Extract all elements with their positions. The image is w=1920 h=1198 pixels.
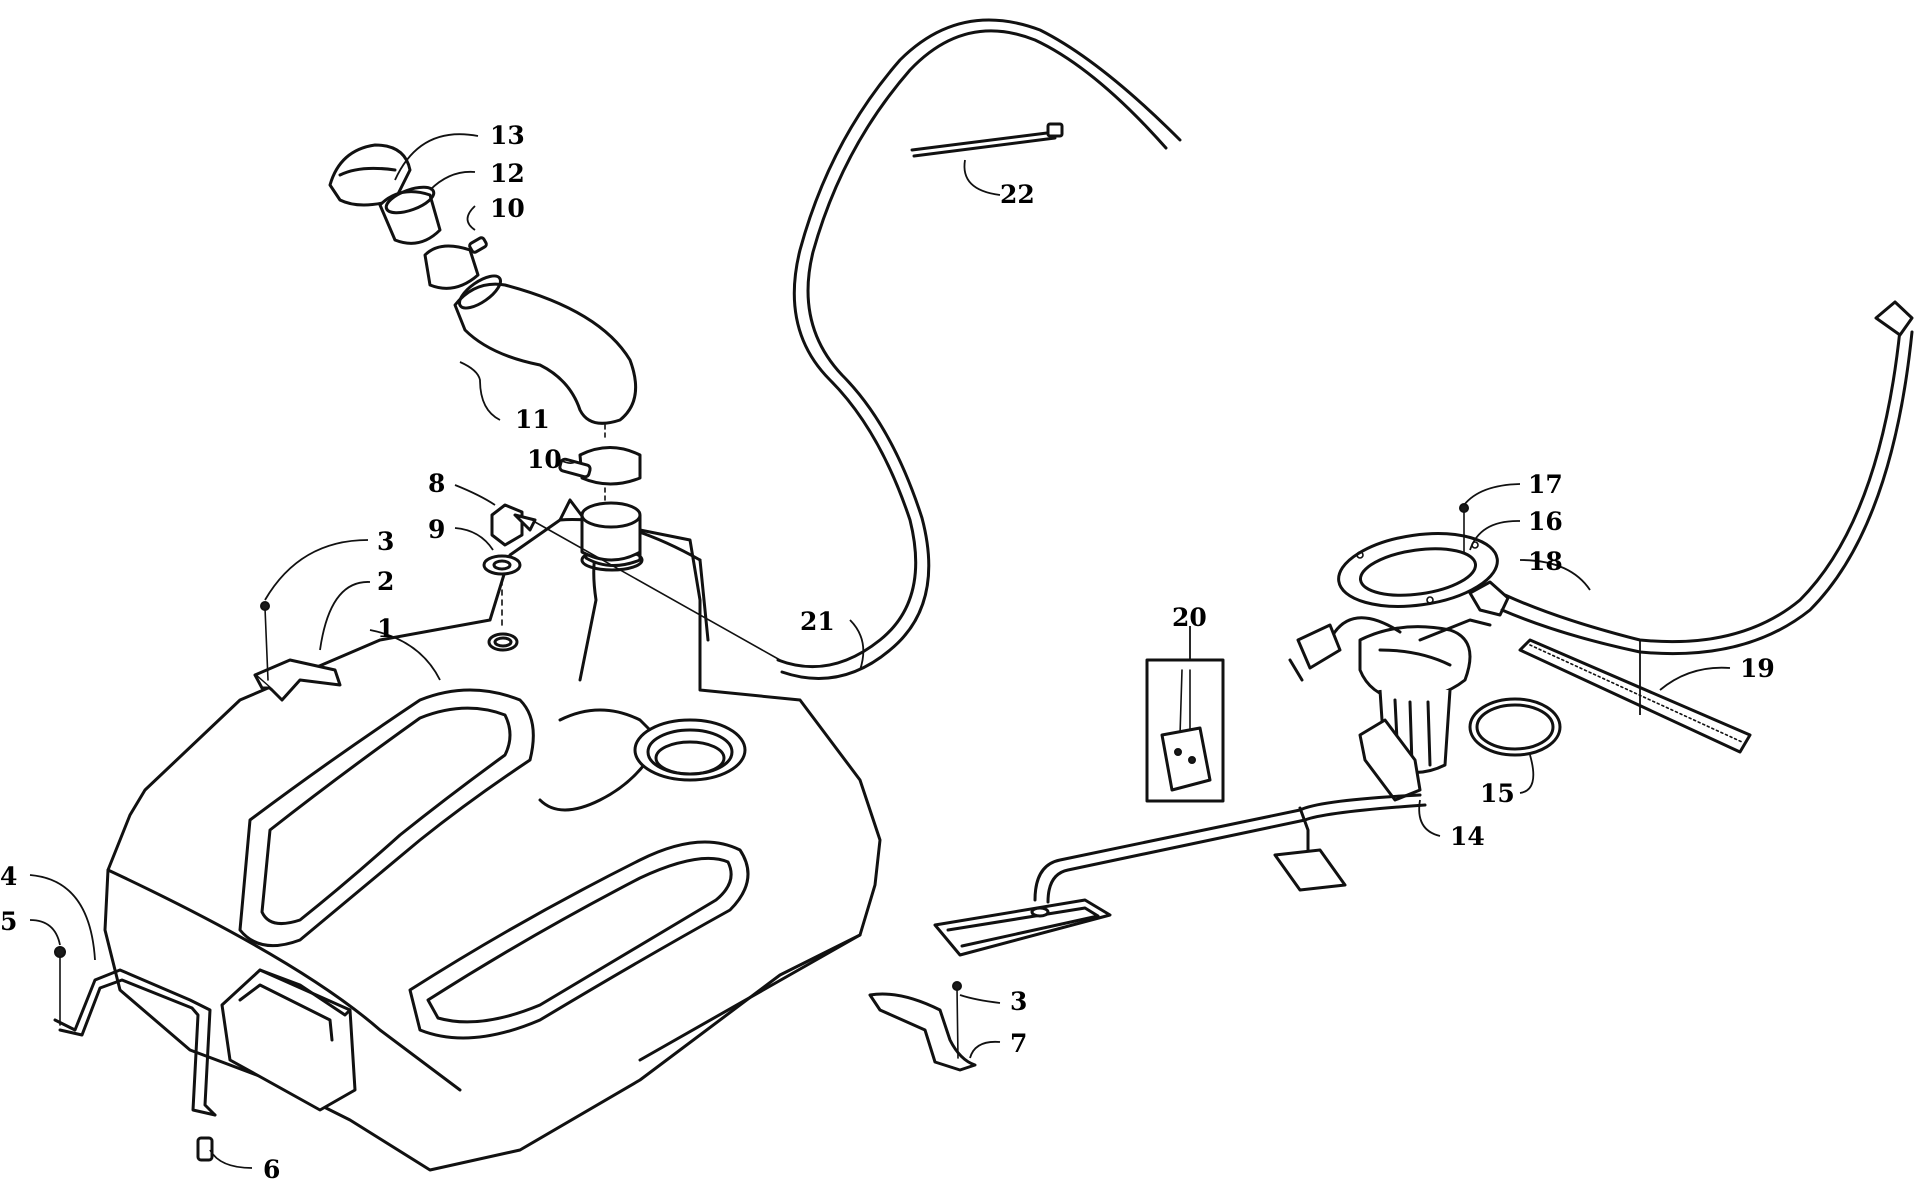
callout-14: 14 [1450, 822, 1485, 851]
tank-bracket-7 [868, 981, 977, 1072]
hose-clamp-10-lower [558, 446, 642, 486]
leader-lines [29, 133, 1731, 1169]
fuel-cap-13 [328, 143, 412, 207]
filler-adapter-12 [378, 185, 442, 245]
callout-12: 12 [490, 159, 525, 188]
callout-8: 8 [428, 469, 445, 498]
cable-tie-22 [910, 122, 1064, 158]
o-ring-15 [1468, 697, 1562, 757]
vent-hose-21 [776, 18, 1182, 680]
callout-11: 11 [515, 405, 550, 434]
wiring-harness-20 [1145, 658, 1225, 803]
filler-neck-tube [580, 501, 642, 562]
callout-13: 13 [490, 121, 525, 150]
fuel-hose-18 [1468, 300, 1914, 656]
callout-16: 16 [1528, 507, 1563, 536]
fuel-pump-14 [933, 616, 1492, 957]
grommet-9 [482, 554, 522, 576]
callout-10-lower: 10 [527, 445, 562, 474]
callout-19: 19 [1740, 654, 1775, 683]
pump-flange-16 [1337, 532, 1499, 608]
callout-labels: 1 2 3 3 4 5 6 7 8 9 10 10 11 12 13 14 15… [0, 121, 1775, 1184]
callout-1: 1 [377, 614, 394, 643]
callout-2: 2 [377, 567, 394, 596]
callout-10-upper: 10 [490, 194, 525, 223]
callout-22: 22 [1000, 180, 1035, 209]
filler-hose-11 [453, 274, 638, 425]
hose-sleeve-19 [1518, 638, 1752, 754]
callout-5: 5 [0, 907, 17, 936]
tank-strap-4 [53, 946, 217, 1162]
hose-clamp-10-upper [423, 236, 488, 290]
callout-4: 4 [0, 862, 17, 891]
callout-17: 17 [1528, 470, 1563, 499]
fuel-tank [103, 498, 882, 1172]
vent-valve-8 [490, 503, 537, 547]
callout-21: 21 [800, 607, 835, 636]
tank-bracket-2 [253, 601, 342, 702]
callout-15: 15 [1480, 779, 1515, 808]
callout-6: 6 [263, 1155, 280, 1184]
callout-3-bottom: 3 [1010, 987, 1027, 1016]
callout-9: 9 [428, 515, 445, 544]
callout-20: 20 [1172, 603, 1207, 632]
callout-3-top: 3 [377, 527, 394, 556]
callout-7: 7 [1010, 1029, 1027, 1058]
callout-18: 18 [1528, 547, 1563, 576]
